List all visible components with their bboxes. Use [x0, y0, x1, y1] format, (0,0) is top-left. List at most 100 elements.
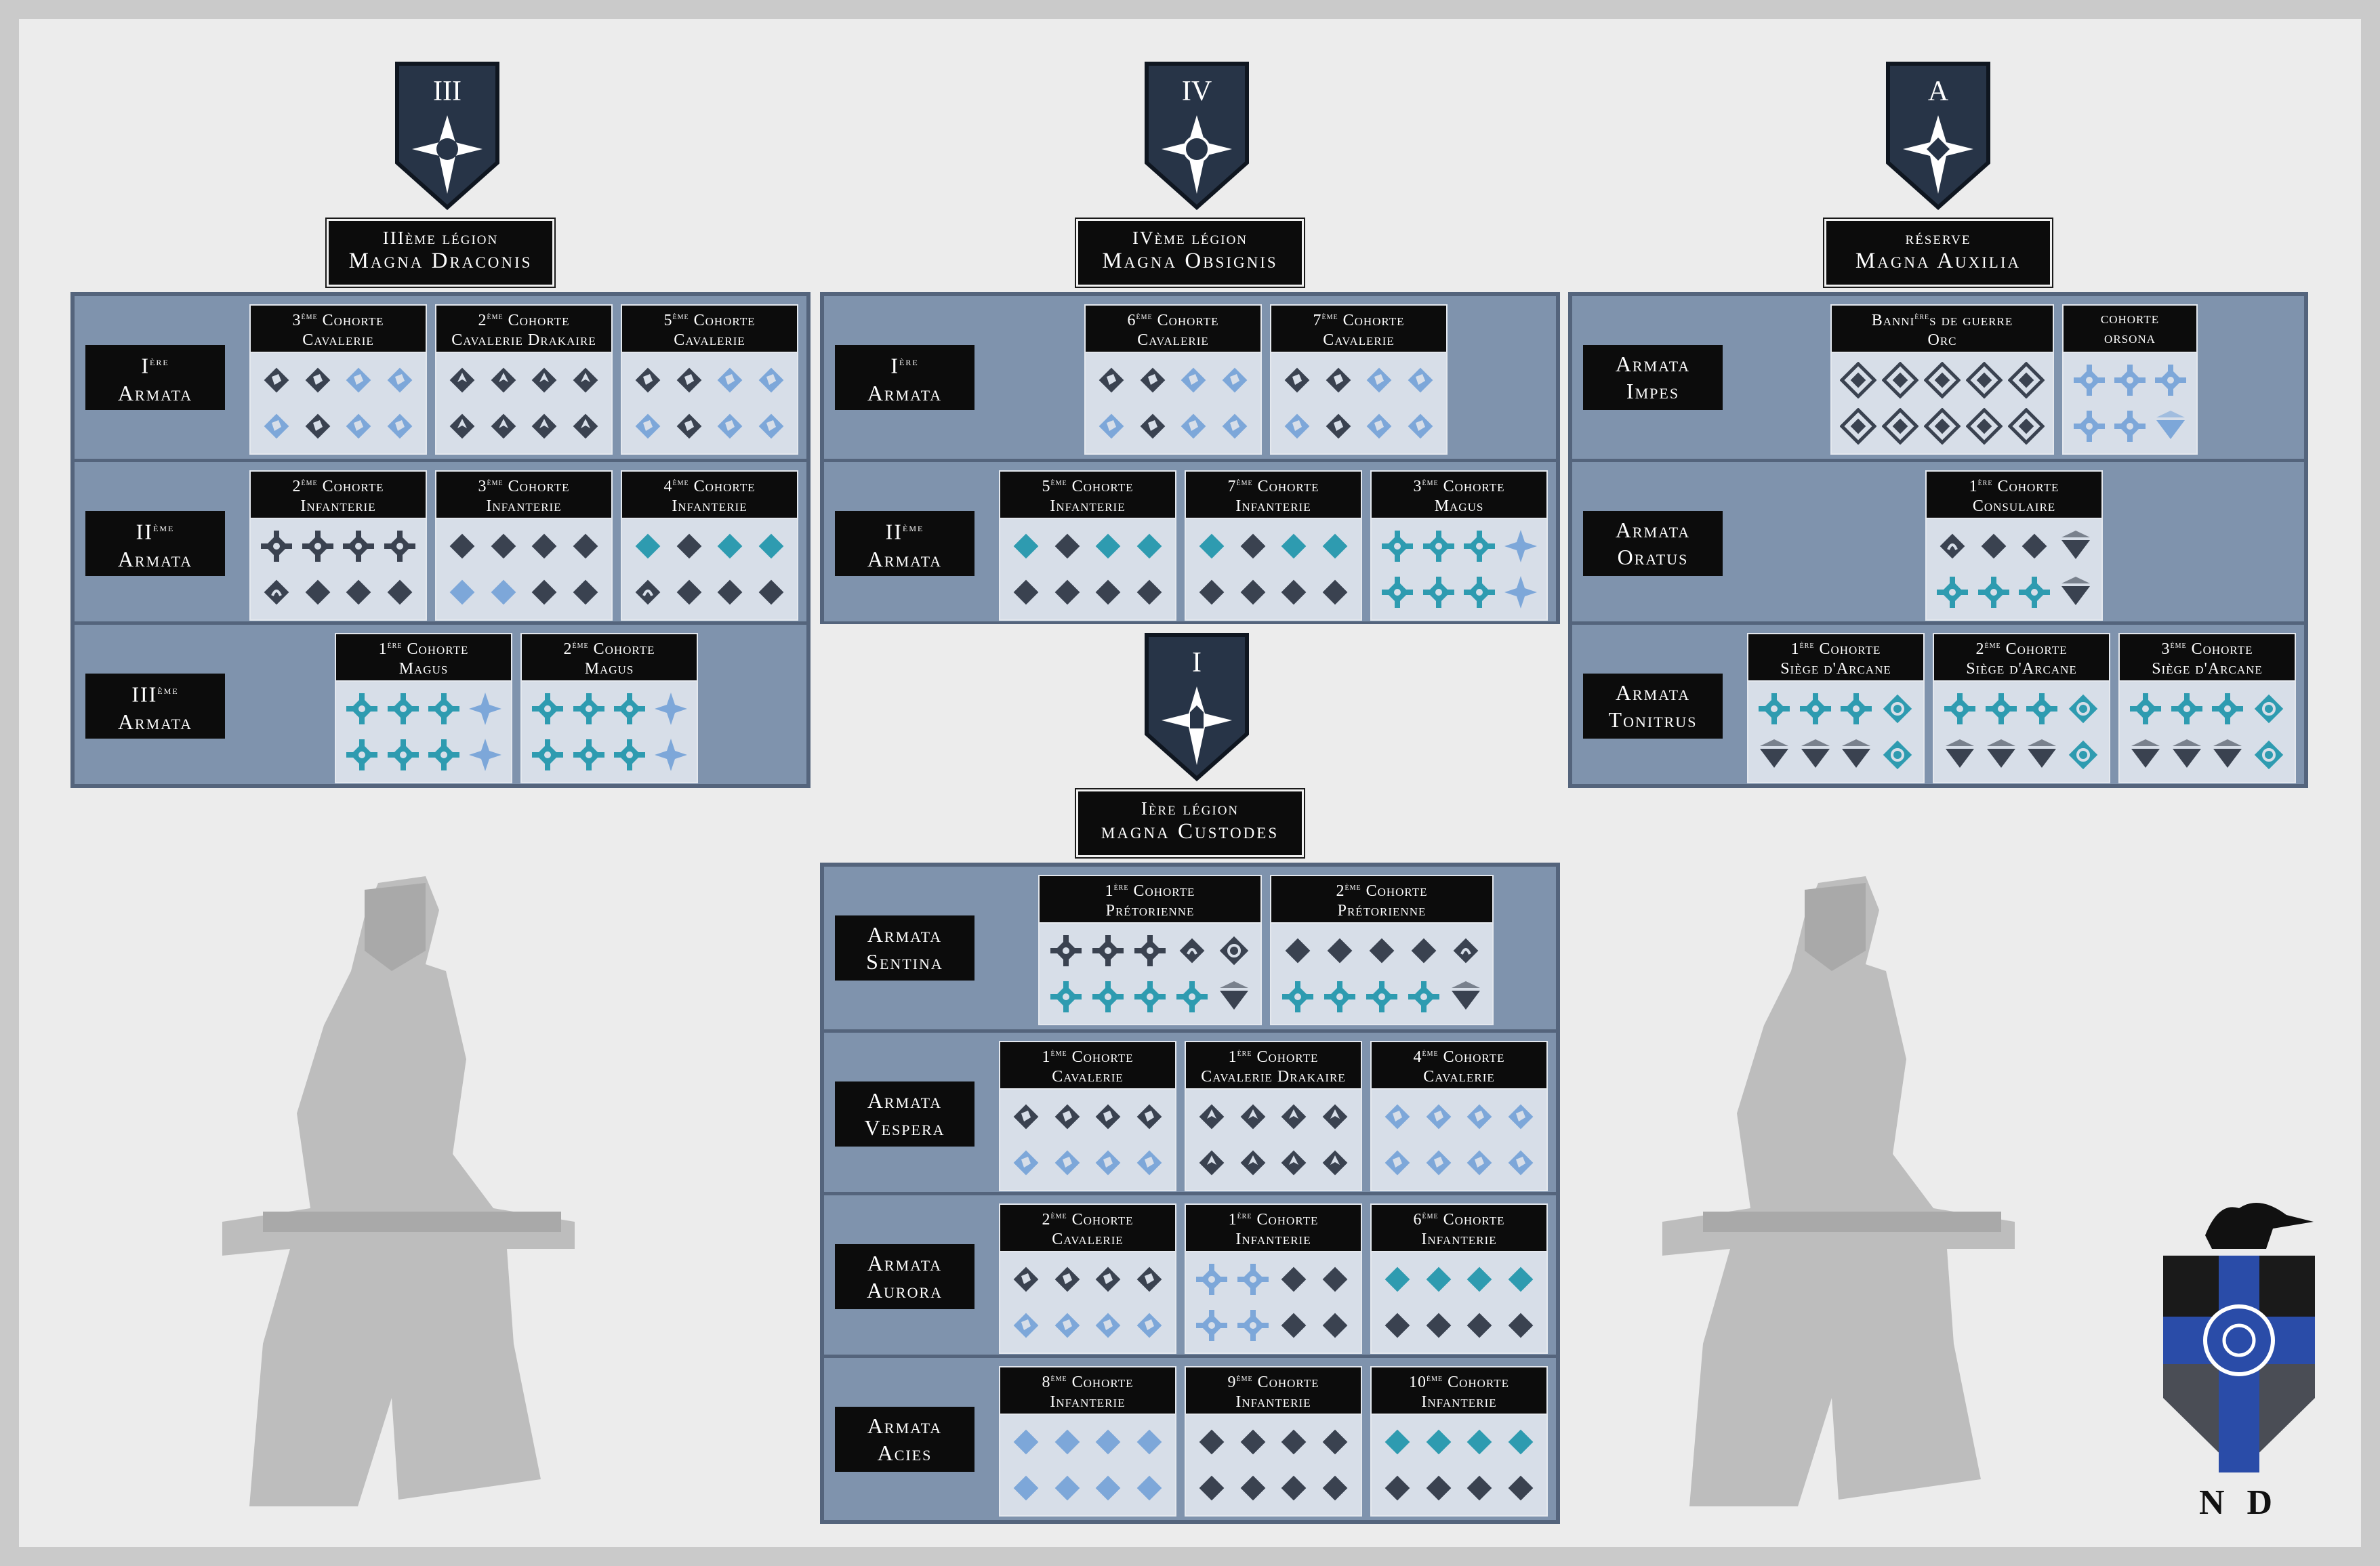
cohort-ordinal: ème — [301, 312, 318, 322]
cohort-ordinal: ème — [487, 312, 504, 322]
triangle-unit-icon — [1795, 735, 1835, 775]
cohort-number: 2ème Cohorte — [1336, 882, 1428, 900]
cohort-ordinal: ème — [1236, 1374, 1253, 1384]
arch-unit-icon — [1445, 930, 1486, 971]
armata-label-line2: Oratus — [1617, 545, 1689, 569]
diamond-unit-icon — [1378, 1468, 1418, 1508]
cohort-unit-grid — [1185, 1090, 1362, 1191]
snowflake-unit-icon — [1837, 688, 1876, 729]
cohort-number: 1ère Cohorte — [1969, 478, 2059, 495]
horse-unit-icon — [1318, 406, 1358, 447]
diamond-unit-icon — [1129, 1422, 1169, 1462]
cohort-unit-grid — [1370, 1415, 1548, 1517]
diamond-unit-icon — [1500, 1305, 1540, 1346]
horse-unit-icon — [1418, 1142, 1458, 1183]
cross-unit-icon — [1046, 930, 1086, 971]
diamond-unit-icon — [710, 572, 750, 613]
diamond-unit-icon — [1006, 572, 1046, 613]
horse-unit-icon — [1129, 1142, 1169, 1183]
horse-unit-icon — [1500, 1142, 1540, 1183]
orc-banner-unit-icon — [2006, 360, 2047, 400]
triangle-unit-icon — [2022, 735, 2062, 775]
cohort-unit-grid — [435, 519, 613, 621]
cohort-unit-grid — [249, 519, 427, 621]
cohort-type: orsona — [2104, 329, 2156, 347]
snowflake-unit-icon — [342, 735, 382, 775]
reserve-crest: A — [1884, 61, 1992, 213]
cohort-unit-grid — [335, 682, 512, 783]
triangle-unit-icon — [1981, 735, 2021, 775]
diamond-unit-icon — [1973, 526, 2013, 566]
horse-unit-icon — [339, 406, 379, 447]
cohort-type: Prétorienne — [1105, 902, 1195, 920]
snowflake-unit-icon — [1933, 572, 1973, 613]
legion-iii-title: IIIème légion Magna Draconis — [325, 218, 556, 288]
diamond-unit-icon — [1233, 1468, 1273, 1508]
cohort-unit-grid — [435, 353, 613, 455]
horse-unit-icon — [751, 360, 791, 400]
diamond-unit-icon — [1418, 1422, 1458, 1462]
cohort-unit-grid — [1747, 682, 1925, 783]
drake-unit-icon — [443, 360, 483, 400]
cohort-type: Magus — [1434, 497, 1484, 515]
cohort-ordinal: ère — [1113, 882, 1129, 892]
cohort-unit-grid — [1933, 682, 2110, 783]
horse-unit-icon — [1378, 1096, 1418, 1137]
legion-title-line2: Magna Auxilia — [1855, 249, 2022, 274]
diamond-unit-icon — [1233, 1422, 1273, 1462]
armata-label-line2: Armata — [117, 380, 193, 405]
snowflake-unit-icon — [569, 735, 609, 775]
cohort-number: 3ème Cohorte — [2161, 640, 2253, 658]
cross-unit-icon — [1233, 1259, 1273, 1300]
cohort-type: Cavalerie — [1137, 331, 1209, 349]
diamond-unit-icon — [1047, 572, 1087, 613]
horse-unit-icon — [1400, 360, 1440, 400]
cohort-ordinal: ème — [1050, 478, 1067, 488]
diamond-unit-icon — [1274, 1468, 1314, 1508]
diamond-unit-icon — [1378, 1305, 1418, 1346]
snowflake-unit-icon — [1981, 688, 2021, 729]
diamond-unit-icon — [1315, 1305, 1355, 1346]
horse-unit-icon — [1006, 1142, 1046, 1183]
horse-unit-icon — [1129, 1305, 1169, 1346]
horse-unit-icon — [710, 406, 750, 447]
dragon-icon: III — [395, 62, 499, 211]
diamond-unit-icon — [751, 526, 791, 566]
diamond-unit-icon — [1088, 526, 1128, 566]
crest-numeral: III — [433, 76, 461, 107]
diamond-unit-icon — [565, 572, 605, 613]
diamond-unit-icon — [2015, 526, 2055, 566]
dragon-shield-logo-icon — [2163, 1203, 2315, 1472]
radial-sun-icon: IV — [1145, 62, 1249, 211]
diamond-unit-icon — [1361, 930, 1402, 971]
horse-unit-icon — [710, 360, 750, 400]
cohort-unit-grid — [1830, 353, 2054, 455]
drake-unit-icon — [443, 406, 483, 447]
arch-unit-icon — [1172, 930, 1212, 971]
diamond-unit-icon — [1192, 526, 1232, 566]
cohort-unit-grid — [621, 519, 798, 621]
snowflake-unit-icon — [1130, 976, 1170, 1017]
cohort-unit-grid — [2062, 353, 2198, 455]
horse-unit-icon — [298, 360, 337, 400]
cohort-ordinal: ème — [1136, 312, 1153, 322]
drake-unit-icon — [1315, 1142, 1355, 1183]
cohort-unit-grid — [999, 1252, 1176, 1354]
legion-title-line2: magna Custodes — [1101, 819, 1279, 844]
cohort-ordinal: ème — [1345, 882, 1361, 892]
cohort-ordinal: ème — [1321, 312, 1338, 322]
